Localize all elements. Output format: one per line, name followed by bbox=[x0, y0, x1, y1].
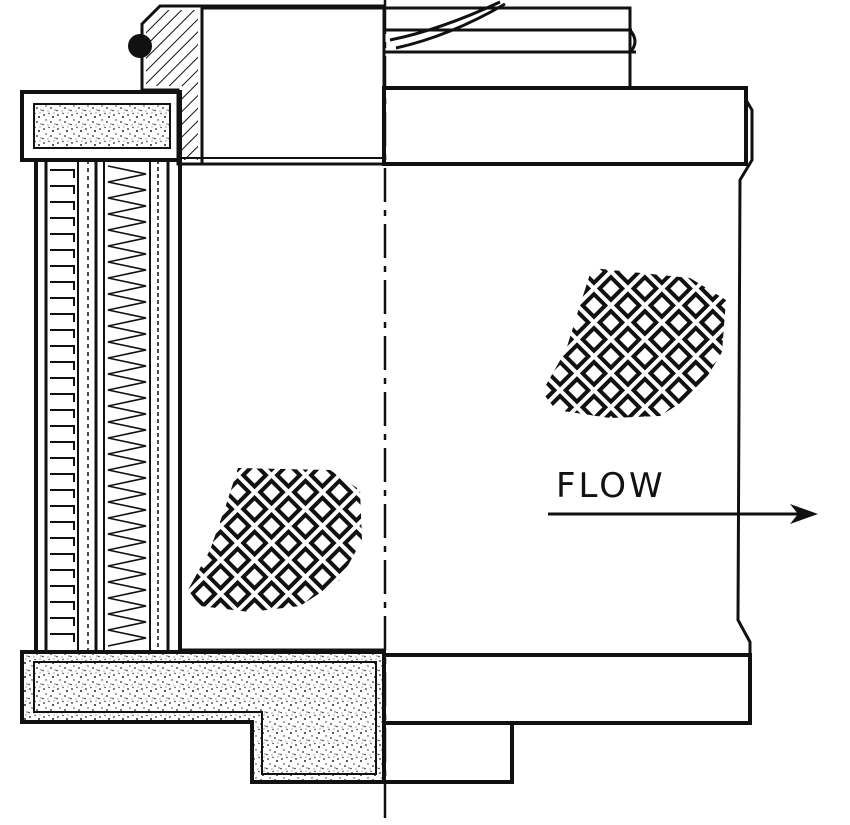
top-end-cap bbox=[20, 90, 182, 162]
flow-label: FLOW bbox=[556, 466, 666, 506]
mesh-texture-outer bbox=[542, 268, 726, 418]
top-neck-right bbox=[382, 0, 637, 90]
bottom-end-cap bbox=[20, 650, 386, 784]
flow-arrow bbox=[548, 504, 818, 524]
o-ring bbox=[128, 34, 152, 58]
mesh-texture-inner bbox=[188, 468, 362, 612]
cartridge-body-right bbox=[382, 86, 752, 784]
pleated-filter-media bbox=[34, 158, 182, 658]
outer-wall-right bbox=[736, 99, 754, 720]
